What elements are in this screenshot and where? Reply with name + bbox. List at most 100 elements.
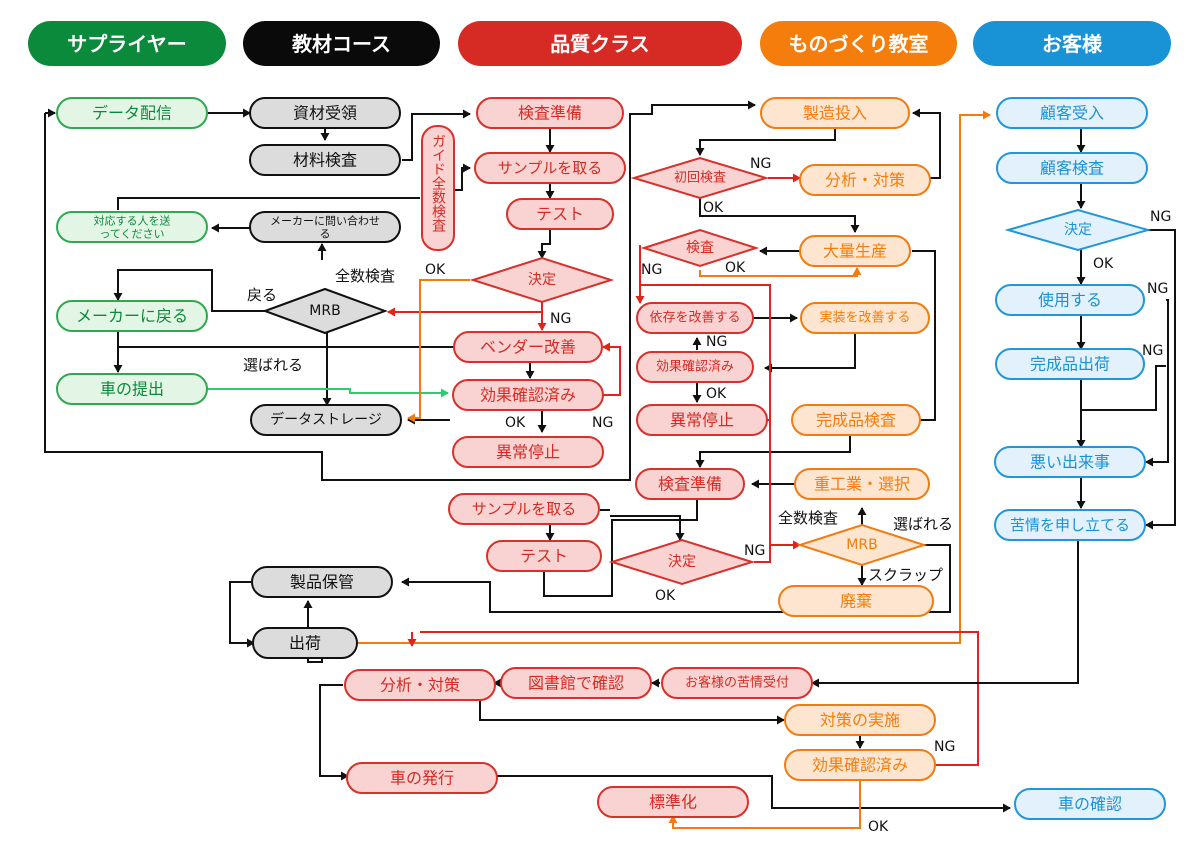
connector-arrow xyxy=(401,544,951,613)
connector-arrow xyxy=(117,197,420,210)
connector-arrow xyxy=(543,500,698,597)
header-quality-label: 品質クラス xyxy=(550,32,650,56)
connector-arrow xyxy=(610,515,685,541)
node-car-confirm-label: 車の確認 xyxy=(1058,795,1122,814)
node-finished-inspection: 完成品検査 xyxy=(791,404,921,436)
node-finished-shipping-label: 完成品出荷 xyxy=(1030,355,1110,374)
node-countermeasure-label: 対策の実施 xyxy=(820,711,900,730)
node-inspection-prep1-label: 検査準備 xyxy=(518,104,582,123)
header-monozukuri: ものづくり教室 xyxy=(760,21,957,66)
node-analysis2: 分析・対策 xyxy=(344,669,496,701)
connector-arrow xyxy=(1145,299,1169,467)
node-data-delivery-label: データ配信 xyxy=(92,104,172,123)
node-test2: テスト xyxy=(486,540,602,572)
lane-headers: サプライヤー 教材コース 品質クラス ものづくり教室 お客様 xyxy=(28,21,1171,66)
header-quality: 品質クラス xyxy=(458,21,742,66)
node-complaint-reception: お客様の苦情受付 xyxy=(661,667,813,699)
node-submit-car-label: 車の提出 xyxy=(100,380,164,399)
header-supplier-label: サプライヤー xyxy=(67,32,186,56)
connector-arrow xyxy=(695,433,851,468)
edge-label-ng-inspection2: NG xyxy=(641,262,662,278)
edge-label-ng-initial: NG xyxy=(750,156,771,172)
node-data-delivery: データ配信 xyxy=(56,97,208,129)
node-bad-event: 悪い出来事 xyxy=(994,446,1146,478)
connector-arrow xyxy=(699,267,862,277)
edge-label-ok-decision2: OK xyxy=(655,588,676,604)
node-data-storage: データストレージ xyxy=(250,404,402,436)
node-customer-inspection: 顧客検査 xyxy=(996,152,1148,184)
node-product-storage-label: 製品保管 xyxy=(290,573,354,592)
node-guide-full-inspection-label: ガイド全数検査 xyxy=(430,134,446,232)
node-library-check-label: 図書館で確認 xyxy=(528,674,624,693)
node-shipping: 出荷 xyxy=(252,627,358,659)
node-inspection-prep2: 検査準備 xyxy=(635,468,745,500)
process-nodes: データ配信対応する人を送ってくださいメーカーに戻る車の提出資材受領材料検査メーカ… xyxy=(56,97,1166,820)
node-vendor-improve: ベンダー改善 xyxy=(453,331,603,363)
node-improve-mounting: 実装を改善する xyxy=(800,302,930,334)
connector-arrow xyxy=(754,540,801,563)
node-decision2-label: 決定 xyxy=(668,554,696,570)
node-improve-mounting-label: 実装を改善する xyxy=(819,310,910,326)
connector-arrow xyxy=(1081,365,1166,411)
node-customer-inspection-label: 顧客検査 xyxy=(1040,159,1104,178)
header-course: 教材コース xyxy=(243,21,440,66)
edge-label-ok-effect1: OK xyxy=(505,415,526,431)
node-send-person-label: 対応する人を送ってください xyxy=(94,213,171,240)
connectors xyxy=(44,100,1176,829)
edge-label-back: 戻る xyxy=(247,286,277,304)
node-test1-label: テスト xyxy=(536,205,584,224)
node-return-maker-label: メーカーに戻る xyxy=(76,307,188,326)
node-take-sample1: サンプルを取る xyxy=(474,152,626,184)
node-effect-confirmed3: 効果確認済み xyxy=(784,749,936,781)
node-abnormal-stop1-label: 異常停止 xyxy=(496,443,560,462)
edge-label-ng-decision2: NG xyxy=(744,543,765,559)
connector-arrow xyxy=(319,684,349,781)
node-material-inspection: 材料検査 xyxy=(249,144,401,176)
node-product-storage: 製品保管 xyxy=(251,566,393,598)
edge-label-ng-effect1: NG xyxy=(592,415,613,431)
connector-arrow xyxy=(912,108,941,179)
connector-arrow xyxy=(357,110,991,644)
node-improve-dependency-label: 依存を改善する xyxy=(649,310,740,326)
connector-arrow xyxy=(695,128,836,156)
node-analysis1: 分析・対策 xyxy=(799,164,931,196)
node-finished-inspection-label: 完成品検査 xyxy=(816,411,896,430)
node-material-inspection-label: 材料検査 xyxy=(293,151,357,170)
node-customer-receipt-label: 顧客受入 xyxy=(1040,104,1104,123)
node-shipping-label: 出荷 xyxy=(289,634,321,653)
node-return-maker: メーカーに戻る xyxy=(56,300,208,332)
connector-arrow xyxy=(402,109,471,161)
node-finished-shipping: 完成品出荷 xyxy=(995,348,1145,380)
node-mass-production: 大量生産 xyxy=(799,235,911,267)
node-heavy-select: 重工業・選択 xyxy=(794,468,930,500)
node-effect-confirmed1: 効果確認済み xyxy=(452,379,604,411)
connector-arrow xyxy=(207,388,449,398)
node-car-confirm: 車の確認 xyxy=(1014,788,1166,820)
node-decision1: 決定 xyxy=(469,256,615,304)
node-complaint-reception-label: お客様の苦情受付 xyxy=(685,675,789,691)
node-standardize-label: 標準化 xyxy=(649,793,697,812)
node-decision3-label: 決定 xyxy=(1064,222,1092,238)
node-analysis1-label: 分析・対策 xyxy=(825,171,905,190)
node-scrap: 廃棄 xyxy=(778,585,934,617)
node-effect-confirmed2: 効果確認済み xyxy=(636,351,754,383)
edge-label-ok-initial: OK xyxy=(703,200,724,216)
node-inspection2-label: 検査 xyxy=(686,240,714,256)
edge-label-ok-decision1: OK xyxy=(425,262,446,278)
edge-label-ng-use: NG xyxy=(1147,281,1168,297)
connector-arrow xyxy=(229,581,255,648)
node-library-check: 図書館で確認 xyxy=(500,667,652,699)
connector-arrow xyxy=(668,780,861,829)
node-data-storage-label: データストレージ xyxy=(270,411,382,428)
header-customer-label: お客様 xyxy=(1042,32,1103,56)
connector-arrow xyxy=(479,700,785,725)
node-countermeasure: 対策の実施 xyxy=(784,704,936,736)
edge-label-ng-dependency: NG xyxy=(706,334,727,350)
node-mrb1-label: MRB xyxy=(309,303,340,319)
edge-label-ok-decision3: OK xyxy=(1093,256,1114,272)
node-effect-confirmed3-label: 効果確認済み xyxy=(812,756,908,775)
node-file-complaint-label: 苦情を申し立てる xyxy=(1010,516,1130,534)
node-standardize: 標準化 xyxy=(597,786,749,818)
edge-label-selected1: 選ばれる xyxy=(243,356,303,374)
